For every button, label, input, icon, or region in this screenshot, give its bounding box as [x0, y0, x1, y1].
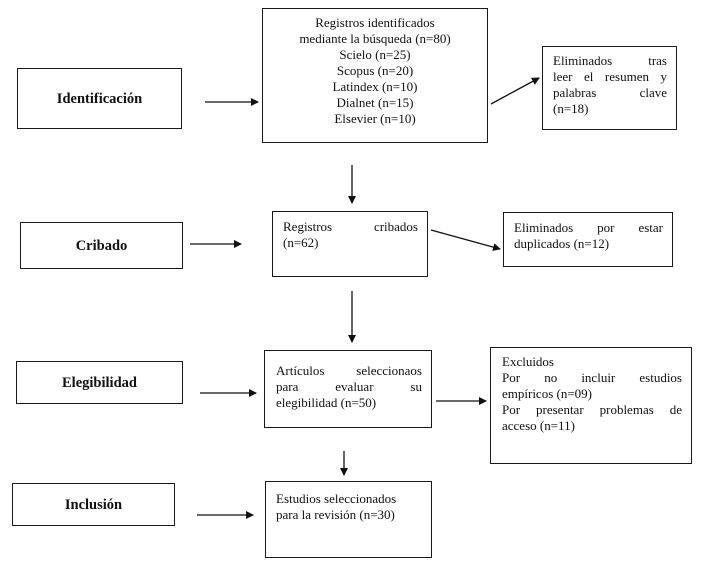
identified-line: Latindex (n=10): [332, 79, 418, 94]
included-line: para la revisión (n=30): [276, 507, 395, 522]
excluded-abstract-box: Eliminados tras leer el resumen y palabr…: [542, 46, 677, 130]
identified-line: Scopus (n=20): [336, 63, 414, 78]
identified-line: Registros identificados: [315, 15, 435, 30]
identified-records-box: Registros identificados mediante la búsq…: [262, 8, 488, 143]
included-line: Estudios seleccionados: [276, 491, 397, 506]
excluded-box: Excluidos Por no incluir estudios empíri…: [490, 347, 692, 464]
stage-cribado-label: Cribado: [75, 237, 128, 254]
identified-line: Scielo (n=25): [339, 47, 411, 62]
stage-inclusion-box: Inclusión: [12, 483, 175, 526]
stage-elegibilidad-label: Elegibilidad: [62, 374, 137, 391]
arrow-to-excluded-abstract: [490, 77, 540, 105]
stage-identificacion-label: Identificación: [56, 90, 143, 107]
included-box: Estudios seleccionados para la revisión …: [265, 481, 432, 558]
screened-line: Registros cribados: [283, 219, 418, 234]
arrow-to-duplicates: [430, 229, 501, 251]
excluded-line: acceso (n=11): [502, 418, 575, 433]
excluded-abstract-line: Eliminados tras: [553, 53, 667, 68]
excluded-abstract-line: leer el resumen y: [553, 69, 667, 84]
eligibility-line: para evaluar su: [276, 379, 422, 394]
eligibility-line: Artículos seleccionaos: [276, 363, 422, 378]
excluded-abstract-line: (n=18): [553, 101, 589, 116]
stage-elegibilidad-box: Elegibilidad: [16, 361, 183, 404]
identified-line: mediante la búsqueda (n=80): [299, 31, 451, 46]
stage-identificacion-box: Identificación: [17, 68, 182, 129]
identified-line: Elsevier (n=10): [334, 111, 416, 126]
eligibility-line: elegibilidad (n=50): [276, 395, 377, 410]
duplicates-line: Eliminados por estar: [514, 220, 663, 235]
eligibility-box: Artículos seleccionaos para evaluar su e…: [264, 350, 432, 428]
duplicates-line: duplicados (n=12): [514, 236, 610, 251]
excluded-line: Por presentar problemas de: [502, 402, 682, 417]
stage-inclusion-label: Inclusión: [64, 496, 123, 513]
stage-cribado-box: Cribado: [20, 222, 183, 269]
excluded-line: Por no incluir estudios: [502, 370, 682, 385]
excluded-line: empíricos (n=09): [502, 386, 593, 401]
identified-line: Dialnet (n=15): [336, 95, 414, 110]
excluded-line: Excluidos: [502, 354, 554, 369]
excluded-abstract-line: palabras clave: [553, 85, 667, 100]
duplicates-box: Eliminados por estar duplicados (n=12): [503, 212, 673, 267]
screened-records-box: Registros cribados (n=62): [272, 211, 428, 277]
screened-line: (n=62): [283, 235, 319, 250]
